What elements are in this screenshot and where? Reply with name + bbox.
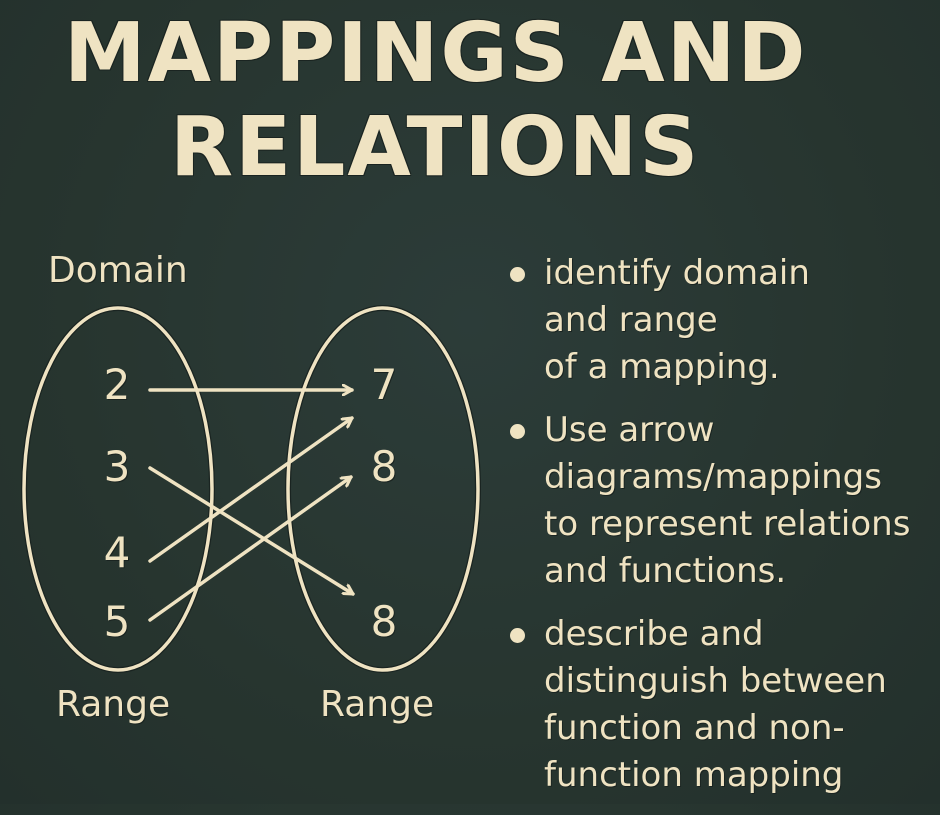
range-element-8-middle: 8 [370, 442, 398, 491]
objectives-list: identify domain and range of a mapping. … [508, 250, 938, 815]
domain-set-ellipse [22, 306, 214, 672]
bullet-dot-icon [510, 628, 525, 643]
domain-label: Domain [48, 250, 188, 291]
arrow-4-to-7 [148, 416, 354, 563]
right-range-label: Range [320, 684, 435, 725]
title-line-1: MAPPINGS AND [64, 6, 808, 101]
title-line-2: RELATIONS [170, 100, 701, 195]
domain-element-4: 4 [103, 528, 131, 577]
objective-item: describe and distinguish between functio… [508, 611, 938, 799]
domain-element-2: 2 [103, 360, 131, 409]
arrow-5-to-8 [148, 475, 353, 622]
objective-item: Use arrow diagrams/mappings to represent… [508, 407, 938, 595]
domain-element-3: 3 [103, 442, 131, 491]
range-set-ellipse [286, 306, 480, 672]
domain-element-5: 5 [103, 597, 131, 646]
range-element-8-bottom: 8 [370, 597, 398, 646]
bullet-dot-icon [510, 424, 525, 439]
objective-item: identify domain and range of a mapping. [508, 250, 938, 391]
range-element-7: 7 [370, 360, 398, 409]
arrow-3-to-8 [148, 466, 355, 596]
left-range-label: Range [56, 684, 171, 725]
bullet-dot-icon [510, 267, 525, 282]
